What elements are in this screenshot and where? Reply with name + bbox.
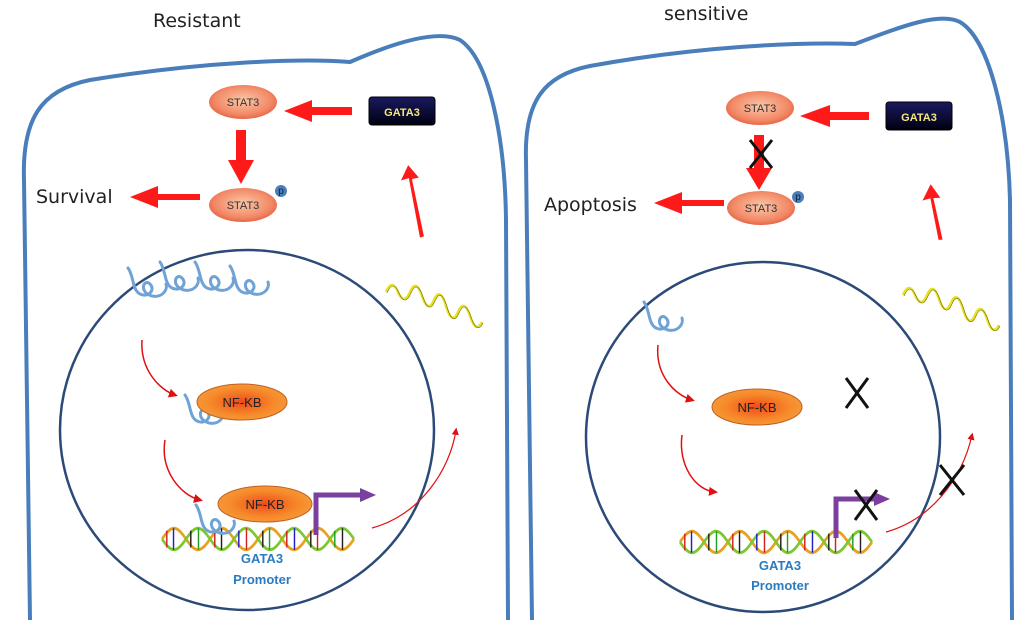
gata3-label: GATA3: [384, 107, 420, 119]
chromatin-icon: [126, 260, 270, 298]
nfkb-bound-node: NF-KB: [217, 485, 313, 523]
phospho-icon: [275, 185, 287, 197]
outcome-label: Apoptosis: [544, 194, 637, 216]
promoter-label-line2: Promoter: [751, 578, 809, 593]
arrow-to-outcome: [654, 192, 724, 214]
nfkb-label: NF-KB: [223, 395, 262, 410]
mrna-icon: [384, 283, 485, 330]
phospho-label: p: [795, 192, 801, 203]
panel-title: Resistant: [153, 10, 241, 32]
nfkb-node: NF-KB: [183, 383, 288, 425]
promoter-label-line2: Promoter: [233, 572, 291, 587]
block-x-icon: [938, 464, 966, 496]
block-x-icon: [748, 139, 774, 169]
cell-membrane: [523, 16, 1014, 621]
stat3-node: STAT3: [726, 91, 794, 125]
arrow-nfkb-to-dna: [163, 439, 203, 503]
block-x-icon: [844, 377, 870, 409]
chromatin-icon: [642, 300, 684, 332]
transcription-arrow-head: [874, 492, 890, 506]
phospho-label: p: [278, 186, 284, 197]
arrow-mrna-to-gata3: [922, 184, 943, 240]
stat3-label: STAT3: [744, 103, 777, 115]
stat3-node: STAT3: [209, 85, 277, 119]
arrow-chromatin-to-nfkb: [657, 344, 695, 403]
arrow-gata3-to-stat3: [284, 100, 352, 122]
panel-title: sensitive: [664, 3, 748, 25]
arrow-gata3-to-stat3: [800, 105, 869, 127]
stat3-phospho-node: STAT3 p: [727, 191, 804, 225]
gata3-node: GATA3: [885, 101, 953, 131]
nucleus: [58, 248, 436, 612]
nucleus: [584, 260, 942, 614]
phospho-icon: [792, 191, 804, 203]
arrow-stat3-phosphorylation: [746, 135, 772, 190]
arrow-chromatin-to-nfkb: [141, 339, 178, 398]
nfkb-node: NF-KB: [711, 388, 803, 426]
promoter-label-line1: GATA3: [759, 558, 801, 573]
arrow-mrna-export: [885, 432, 975, 533]
promoter-label-line1: GATA3: [241, 551, 283, 566]
stat3-phospho-node: STAT3 p: [209, 185, 287, 222]
stat3p-label: STAT3: [227, 200, 260, 212]
arrow-mrna-to-gata3: [400, 165, 424, 238]
block-x-icon: [853, 489, 879, 521]
gata3-label: GATA3: [901, 112, 937, 124]
transcription-start-arrow: [313, 492, 362, 535]
stat3p-label: STAT3: [745, 203, 778, 215]
cell-membrane: [21, 34, 510, 621]
panel-sensitive: sensitive STAT3 GATA3 STAT3 p Apoptosis: [523, 3, 1014, 621]
dna-helix-icon: [678, 529, 874, 555]
nfkb-bound-label: NF-KB: [246, 497, 285, 512]
arrow-to-outcome: [130, 186, 200, 208]
panel-resistant: Resistant STAT3 GATA3 STAT3 p Survival: [21, 10, 510, 621]
mrna-icon: [901, 286, 1002, 333]
outcome-label: Survival: [36, 186, 113, 208]
arrow-mrna-export: [371, 427, 459, 529]
gata3-node: GATA3: [368, 96, 436, 126]
nfkb-label: NF-KB: [738, 400, 777, 415]
arrow-stat3-phosphorylation: [228, 130, 254, 184]
dna-helix-icon: [160, 526, 356, 552]
arrow-nfkb-to-dna: [680, 434, 718, 496]
stat3-label: STAT3: [227, 97, 260, 109]
transcription-arrow-head: [360, 488, 376, 502]
